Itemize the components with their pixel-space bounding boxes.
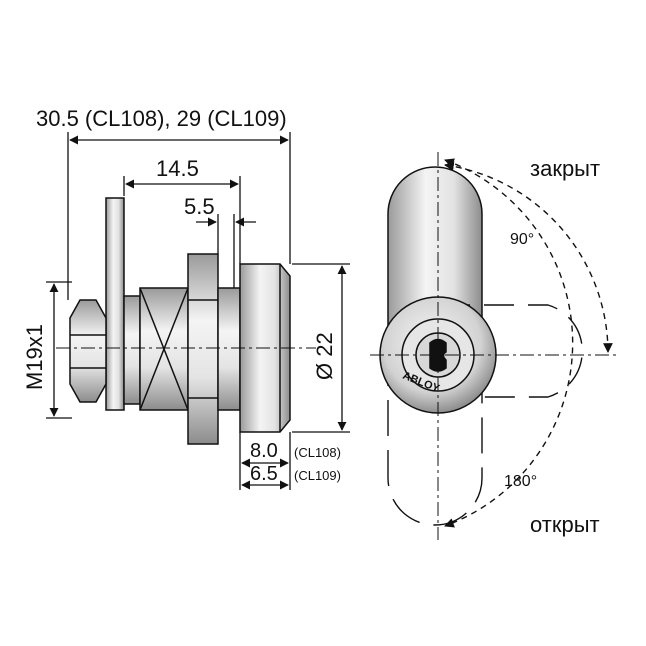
closed-label: закрыт bbox=[530, 156, 600, 181]
flange-cl108-value: 8.0 bbox=[250, 440, 278, 462]
front-view bbox=[370, 152, 620, 540]
shaft bbox=[123, 295, 141, 405]
rear-nut bbox=[69, 299, 107, 403]
thread-label: M19x1 bbox=[22, 324, 47, 390]
diameter-label: Ø 22 bbox=[312, 332, 337, 380]
threaded-body bbox=[217, 287, 241, 411]
cam-plate bbox=[105, 197, 125, 411]
length-14-5-label: 14.5 bbox=[156, 156, 199, 181]
rotation-arcs bbox=[444, 158, 613, 528]
angle-90-label: 90° bbox=[510, 231, 534, 248]
open-label: открыт bbox=[530, 512, 600, 537]
angle-180-label: 180° bbox=[504, 473, 537, 490]
hex-nut bbox=[187, 253, 219, 445]
side-view bbox=[56, 197, 316, 445]
length-5-5-label: 5.5 bbox=[184, 194, 215, 219]
flange-cl108-label: (CL108) bbox=[294, 445, 341, 460]
dimension-lines bbox=[46, 132, 350, 490]
flange-cl109-label: (CL109) bbox=[294, 468, 341, 483]
flange-cl109-value: 6.5 bbox=[250, 463, 278, 485]
cam-open-ghost-bottom bbox=[387, 350, 483, 526]
arc-90 bbox=[444, 161, 613, 353]
overall-length-label: 30.5 (CL108), 29 (CL109) bbox=[36, 106, 287, 131]
arc-180 bbox=[444, 158, 574, 528]
